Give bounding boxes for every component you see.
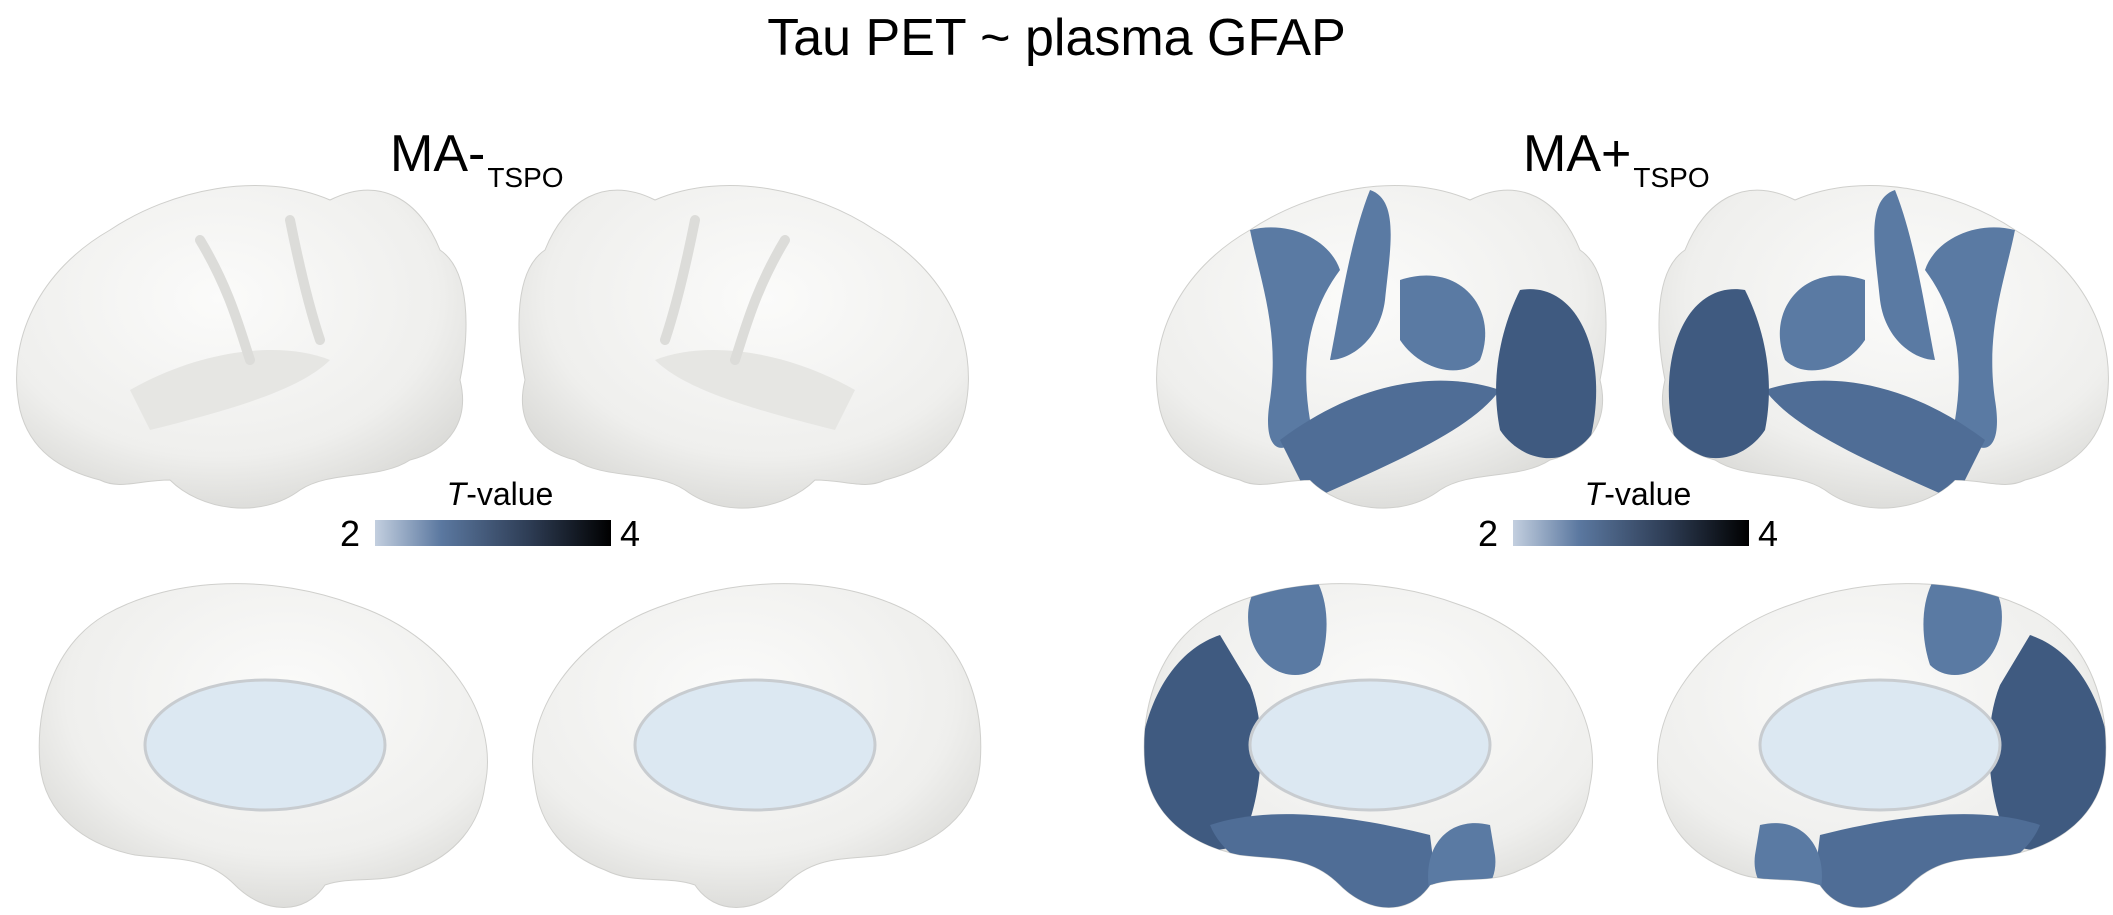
colorbar-ma-negative: T-value 2 4 (340, 476, 660, 554)
colorbar-title: T-value (1584, 476, 1692, 512)
brain-right-medial-ma-positive (1657, 583, 2107, 908)
figure-title: Tau PET ~ plasma GFAP (767, 9, 1346, 67)
brain-right-medial-ma-negative (532, 583, 982, 908)
brain-right-lateral-ma-negative (518, 185, 969, 509)
group-label-ma-negative: MA-TSPO (390, 126, 564, 206)
group-label-sub: TSPO (1633, 162, 1710, 193)
group-label-sub: TSPO (487, 162, 564, 193)
group-label-main: MA- (390, 125, 486, 183)
colorbar-ma-positive: T-value 2 4 (1478, 476, 1798, 554)
brain-left-medial-ma-positive (1143, 583, 1593, 908)
colorbar-gradient (1513, 520, 1749, 546)
brain-right-lateral-ma-positive (1658, 185, 2109, 509)
colorbar-gradient (375, 520, 611, 546)
colorbar-title: T-value (446, 476, 554, 512)
brain-left-medial-ma-negative (38, 583, 488, 908)
group-label-main: MA+ (1523, 125, 1632, 183)
brain-left-lateral-ma-positive (1156, 185, 1607, 509)
colorbar-min-label: 2 (1478, 513, 1499, 554)
group-label-ma-positive: MA+TSPO (1523, 126, 1710, 206)
colorbar-max-label: 4 (1758, 513, 1779, 554)
colorbar-max-label: 4 (620, 513, 641, 554)
brain-left-lateral-ma-negative (16, 185, 467, 509)
colorbar-min-label: 2 (340, 513, 361, 554)
